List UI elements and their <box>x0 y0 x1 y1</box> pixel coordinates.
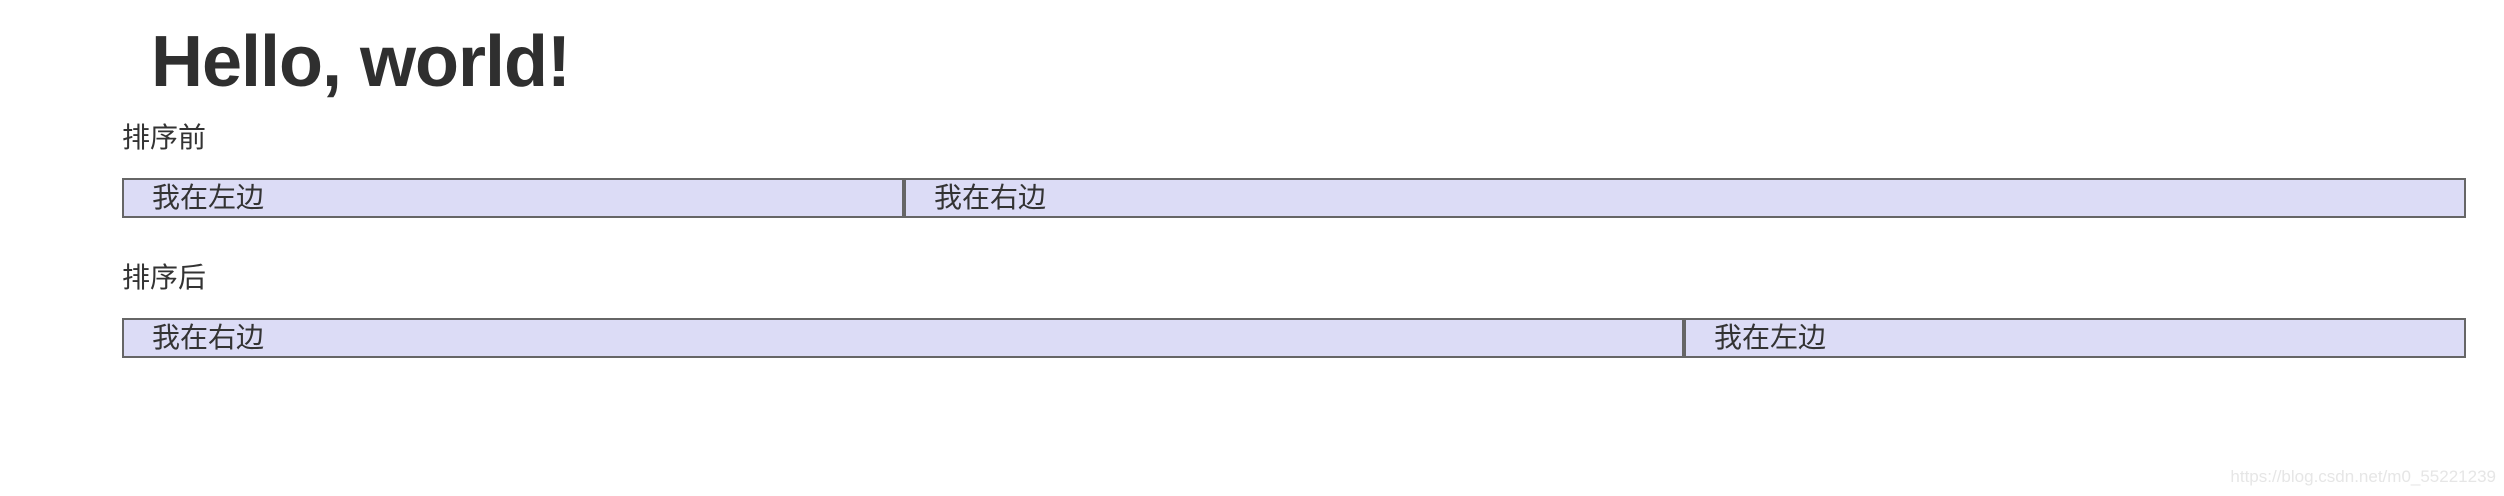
section-label-before: 排序前 <box>122 121 207 154</box>
flex-item-left-reordered: 我在左边 <box>1684 318 2466 358</box>
page-title: Hello, world! <box>151 22 571 102</box>
flex-item-left: 我在左边 <box>122 178 904 218</box>
flex-row-before: 我在左边 我在右边 <box>122 178 2466 218</box>
section-label-after: 排序后 <box>122 261 207 294</box>
watermark: https://blog.csdn.net/m0_55221239 <box>2230 467 2496 486</box>
flex-item-right: 我在右边 <box>904 178 2466 218</box>
flex-item-right-reordered: 我在右边 <box>122 318 1684 358</box>
flex-row-after: 我在右边 我在左边 <box>122 318 2466 358</box>
